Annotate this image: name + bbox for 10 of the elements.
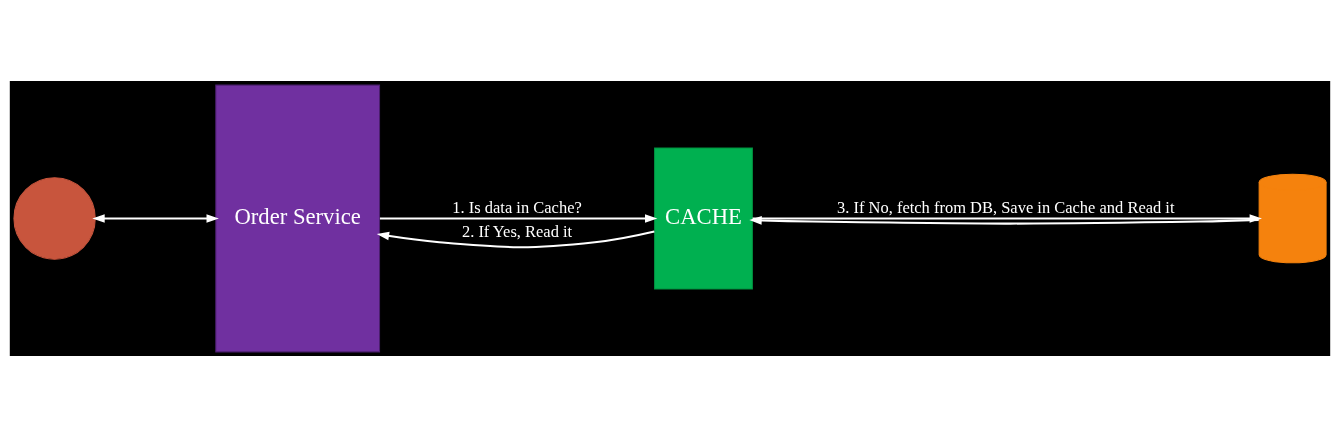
edge-label: 2. If Yes, Read it <box>461 221 573 241</box>
edge-label: 1. Is data in Cache? <box>452 198 582 218</box>
arrow <box>749 216 1259 225</box>
node-box: Order Service <box>215 84 381 353</box>
node-box: CACHE <box>654 147 753 290</box>
arrow <box>379 214 658 223</box>
arrow <box>92 214 219 223</box>
node-person <box>13 177 96 260</box>
arrow <box>376 230 655 249</box>
edge-label: 3. If No, fetch from DB, Save in Cache and Read it <box>837 198 1175 218</box>
